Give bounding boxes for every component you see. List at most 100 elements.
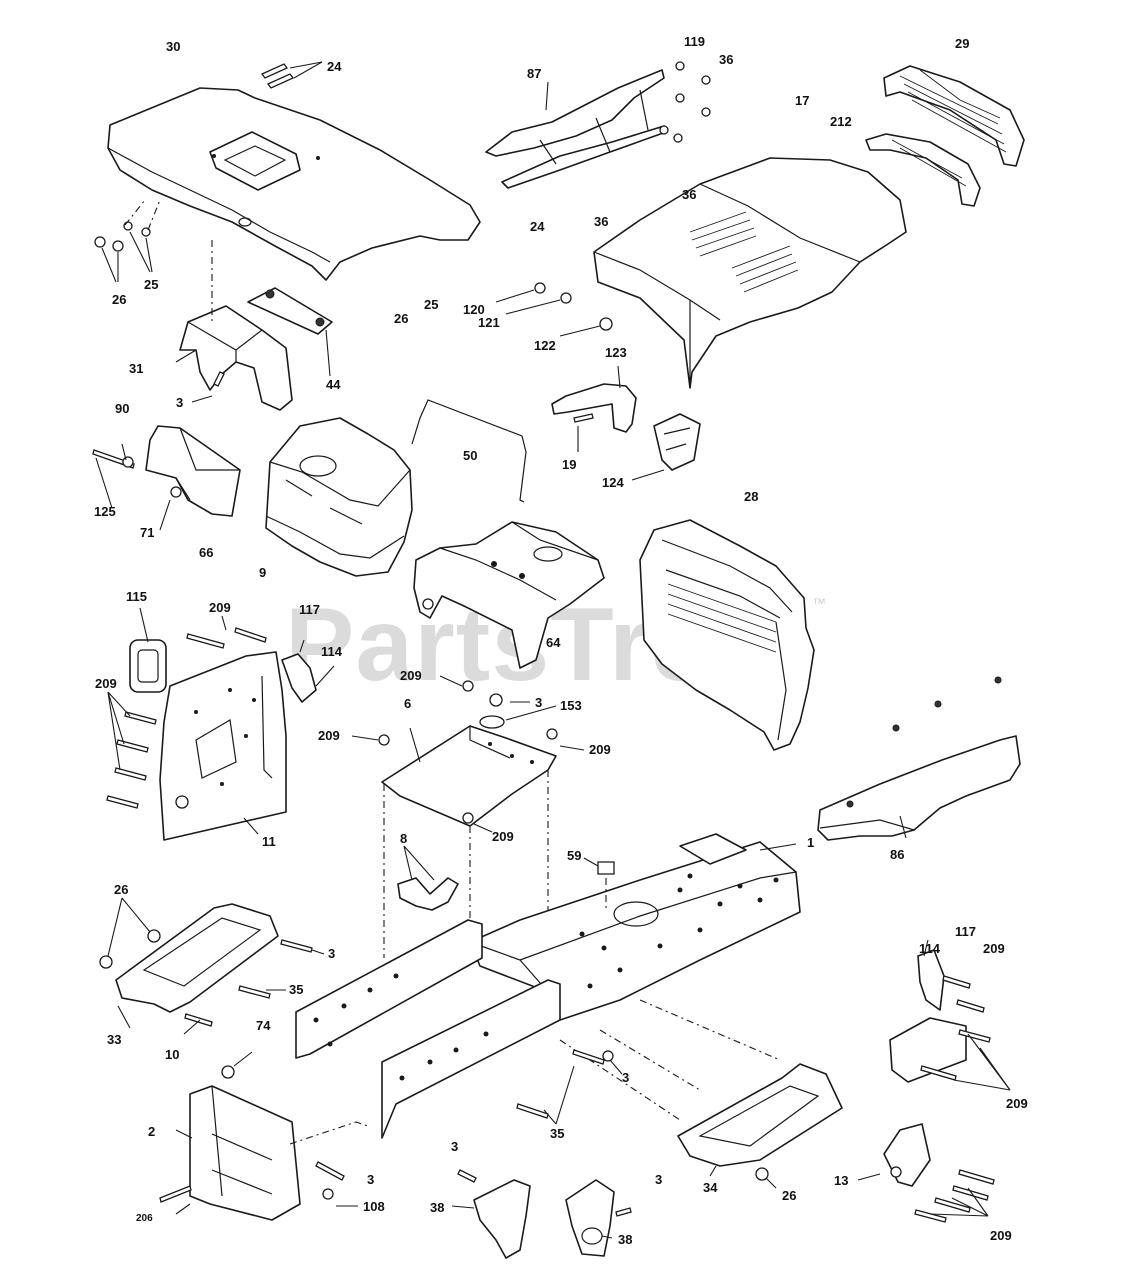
callout-25-mid: 25: [424, 297, 438, 312]
callout-66: 66: [199, 545, 213, 560]
side-panel-part-86: [817, 676, 1021, 841]
plate-part-44: [247, 287, 333, 377]
callout-13: 13: [834, 1173, 848, 1188]
callout-209-right-top: 209: [983, 941, 1005, 956]
callout-3-upper: 3: [176, 395, 183, 410]
callout-74: 74: [256, 1018, 271, 1033]
callout-29: 29: [955, 36, 969, 51]
callout-206: 206: [136, 1213, 153, 1224]
callout-209-top: 209: [209, 600, 231, 615]
hardware-120-121-122: [495, 282, 613, 337]
callout-120: 120: [463, 302, 485, 317]
callout-38-left: 38: [430, 1200, 444, 1215]
callout-3-step: 3: [328, 946, 335, 961]
bracket-part-38-right: [565, 1179, 632, 1257]
washers-25-26-left: [94, 199, 161, 283]
callout-212: 212: [830, 114, 852, 129]
callout-50: 50: [463, 448, 477, 463]
callout-3-mid: 3: [622, 1070, 629, 1085]
callout-33: 33: [107, 1032, 121, 1047]
grille-part-29: [883, 65, 1025, 167]
callout-3-bracket-left: 3: [451, 1139, 458, 1154]
callout-117-right: 117: [955, 924, 976, 939]
callout-36-bottom: 36: [594, 214, 608, 229]
callout-3-bracket-right: 3: [655, 1172, 662, 1187]
side-rail-right: [381, 979, 561, 1139]
rod-part-50: [411, 399, 527, 503]
callout-35-mid: 35: [550, 1126, 564, 1141]
clip-part-8: [397, 845, 459, 911]
callout-125: 125: [94, 504, 116, 519]
side-panel-part-28: [639, 519, 815, 751]
callout-1: 1: [807, 835, 814, 850]
callout-209-plate-left: 209: [318, 728, 340, 743]
callout-209-left-group: 209: [95, 676, 117, 691]
callout-71: 71: [140, 525, 154, 540]
callout-114-left: 114: [321, 644, 343, 659]
bracket-part-31: [175, 305, 293, 411]
hardware-26-3-35-10: [99, 897, 325, 1035]
callout-209-plate-top: 209: [400, 668, 422, 683]
bolt-set-24-top: [260, 61, 323, 89]
callout-25-left: 25: [144, 277, 158, 292]
callout-labels: 30 24 87 119 36 29 17 212 25 26 24 36 36…: [94, 34, 1028, 1247]
frame-part-1: [469, 833, 801, 1021]
plate-part-66: [145, 425, 241, 517]
screw-part-3-upper: [191, 371, 225, 403]
plate-part-6: [381, 725, 557, 827]
callout-64: 64: [546, 635, 561, 650]
bolts-35-3-mid: [516, 1049, 623, 1125]
callout-209-plate-right: 209: [589, 742, 611, 757]
grommet-part-115: [129, 607, 167, 693]
callout-3-plate: 3: [535, 695, 542, 710]
bracket-part-38-left: [451, 1169, 531, 1259]
grille-insert-part-212: [865, 133, 981, 207]
panel-right-209: [889, 975, 1011, 1091]
callout-2: 2: [148, 1124, 155, 1139]
fuel-tank-part-9: [265, 417, 413, 577]
callout-38-right: 38: [618, 1232, 632, 1247]
callout-34: 34: [703, 1180, 718, 1195]
callout-6: 6: [404, 696, 411, 711]
step-part-33: [115, 903, 279, 1029]
bracket-part-114-left: [281, 639, 335, 703]
side-rail-left: [295, 919, 483, 1059]
callout-8: 8: [400, 831, 407, 846]
bracket-part-13: [857, 1123, 995, 1223]
callout-31: 31: [129, 361, 143, 376]
callout-123: 123: [605, 345, 627, 360]
callout-26-rear: 26: [782, 1188, 796, 1203]
bracket-part-2: [175, 1051, 369, 1221]
hood-part-17: [593, 157, 907, 389]
callout-28: 28: [744, 489, 758, 504]
watermark-trademark: ™: [812, 595, 826, 611]
callout-209-plate-bottom: 209: [492, 829, 514, 844]
steering-support-part-64: [413, 521, 605, 669]
callout-30: 30: [166, 39, 180, 54]
callout-3-front: 3: [367, 1172, 374, 1187]
callout-121: 121: [478, 315, 500, 330]
callout-108: 108: [363, 1199, 385, 1214]
bracket-part-87: [485, 61, 711, 189]
callout-86: 86: [890, 847, 904, 862]
callout-59: 59: [567, 848, 581, 863]
callout-11: 11: [262, 834, 276, 849]
callout-26-left: 26: [112, 292, 126, 307]
nut-part-59: [583, 857, 615, 910]
callout-26-step: 26: [114, 882, 128, 897]
callout-9: 9: [259, 565, 266, 580]
callout-90: 90: [115, 401, 129, 416]
callout-36-top: 36: [719, 52, 733, 67]
bracket-part-123: [551, 365, 637, 452]
callout-124: 124: [602, 475, 624, 490]
callout-24-mid: 24: [530, 219, 545, 234]
callout-209-right-bottom: 209: [990, 1228, 1012, 1243]
bolt-part-125: [92, 443, 182, 531]
callout-10: 10: [165, 1047, 179, 1062]
hardware-3-108-206: [159, 1161, 358, 1215]
callout-119: 119: [684, 34, 705, 49]
callout-24-top: 24: [327, 59, 342, 74]
callout-117-left: 117: [299, 602, 320, 617]
bracket-part-124: [631, 413, 701, 481]
